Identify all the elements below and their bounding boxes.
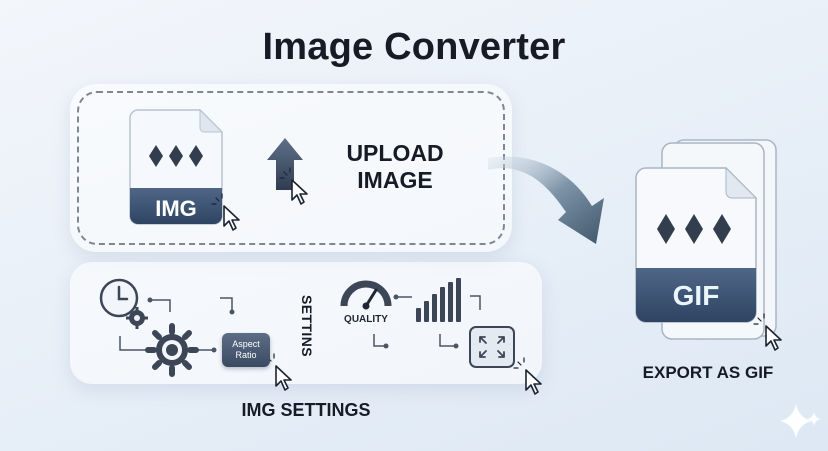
aspect-ratio-line2: Ratio <box>235 350 257 360</box>
gear-icon[interactable] <box>145 323 199 377</box>
image-file-icon[interactable] <box>129 108 224 225</box>
bar-chart-icon[interactable] <box>416 278 461 322</box>
page-title: Image Converter <box>262 26 566 68</box>
aspect-ratio-button[interactable]: Aspect Ratio <box>222 333 270 367</box>
convert-flow-arrow <box>488 156 604 244</box>
cursor-icon <box>279 167 308 205</box>
sparkle-icon <box>780 404 821 438</box>
img-settings-panel <box>70 262 542 384</box>
upload-label-line2: IMAGE <box>357 167 433 193</box>
connector-dots <box>147 294 459 353</box>
cursor-icon <box>513 357 542 395</box>
upload-image-label[interactable]: UPLOAD IMAGE <box>330 140 460 194</box>
cursor-icon <box>753 313 782 351</box>
cursor-icon <box>211 193 240 231</box>
settings-vertical-label: SETTINS <box>299 295 315 357</box>
gif-file-stack-icon[interactable] <box>635 139 777 340</box>
upload-arrow-icon[interactable] <box>267 138 303 190</box>
gauge-icon[interactable] <box>340 280 392 310</box>
clock-gear-icon[interactable] <box>99 278 148 329</box>
export-as-gif-label[interactable]: EXPORT AS GIF <box>642 363 774 382</box>
quality-label: QUALITY <box>344 314 388 325</box>
settings-connectors <box>119 295 481 351</box>
img-file-label: IMG <box>155 196 197 221</box>
upload-label-line1: UPLOAD <box>346 140 444 166</box>
gif-file-label: GIF <box>672 280 720 311</box>
expand-icon[interactable] <box>469 326 515 368</box>
aspect-ratio-line1: Aspect <box>232 339 260 349</box>
img-settings-label: IMG SETTINGS <box>241 400 371 420</box>
